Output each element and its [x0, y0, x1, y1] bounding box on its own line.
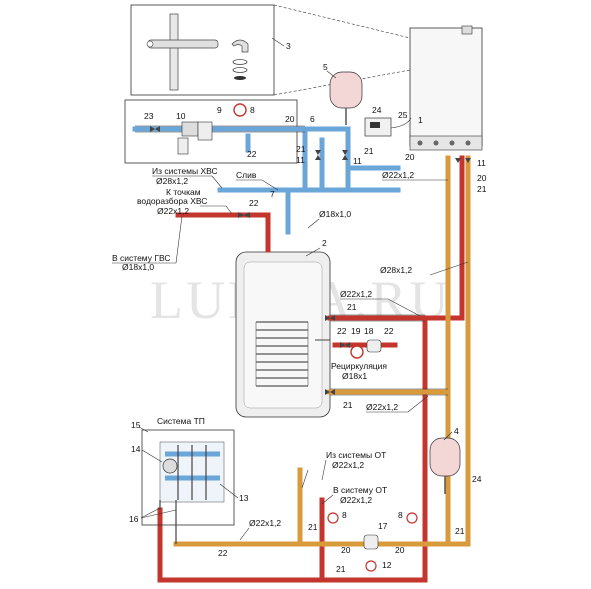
label-8-top: 8 — [250, 105, 255, 115]
heating-coil — [255, 321, 309, 387]
label-21-b: 21 — [364, 146, 374, 156]
heat-to-size: Ø22x1,2 — [340, 495, 372, 505]
drain-label: Слив — [236, 170, 257, 180]
pipe-labels: Из системы ХВС Ø28x1,2 Слив К точкам вод… — [112, 166, 414, 528]
size-18-label: Ø18x1,0 — [319, 209, 351, 219]
label-22-b: 22 — [249, 198, 259, 208]
recirc-label: Рециркуляция — [331, 361, 387, 371]
label-25: 25 — [398, 110, 408, 120]
label-18: 18 — [364, 326, 374, 336]
label-16: 16 — [129, 514, 139, 524]
recirc-size: Ø18x1 — [342, 371, 367, 381]
filters-and-pumps — [177, 121, 382, 550]
label-21-d: 21 — [347, 302, 357, 312]
label-4: 4 — [454, 426, 459, 436]
hot-to-label: В систему ГВС — [112, 253, 170, 263]
label-21-a: 21 — [296, 144, 306, 154]
boiler: 1 — [409, 25, 483, 151]
label-7: 7 — [270, 189, 275, 199]
label-21-g: 21 — [336, 564, 346, 574]
label-11-c: 11 — [477, 158, 486, 168]
hot-water-pipes — [157, 155, 465, 583]
to-points-size: Ø22x1,2 — [157, 206, 189, 216]
label-22-d: 22 — [384, 326, 394, 336]
item-numbers: 23 10 9 8 20 6 22 21 11 11 21 20 11 20 2… — [144, 105, 487, 574]
label-2: 2 — [322, 238, 327, 248]
size-22-coil-bot-label: Ø22x1,2 — [366, 402, 398, 412]
label-20-top: 20 — [285, 114, 295, 124]
size-22-coil-top-label: Ø22x1,2 — [340, 289, 372, 299]
heat-from-size: Ø22x1,2 — [332, 460, 364, 470]
label-20-c: 20 — [477, 173, 487, 183]
pipe-outlines — [135, 125, 448, 396]
label-8-mid: 8 — [342, 510, 347, 520]
return-pipes — [173, 155, 471, 547]
label-10: 10 — [176, 111, 186, 121]
label-5: 5 — [323, 62, 328, 72]
hot-to-size: Ø18x1,0 — [122, 262, 154, 272]
heat-to-label: В систему ОТ — [333, 485, 387, 495]
chimney-detail-box: 3 — [130, 4, 411, 96]
valve-symbols — [150, 126, 471, 395]
label-24-top: 24 — [372, 105, 382, 115]
label-15: 15 — [131, 420, 141, 430]
label-20-d: 20 — [341, 545, 351, 555]
size-22-top-label: Ø22x1,2 — [382, 170, 414, 180]
label-13: 13 — [239, 493, 249, 503]
label-14: 14 — [131, 444, 141, 454]
label-11-a: 11 — [296, 155, 305, 165]
label-6: 6 — [310, 114, 315, 124]
size-28-mid-label: Ø28x1,2 — [380, 265, 412, 275]
cold-water-pipes — [132, 126, 401, 253]
label-8-right: 8 — [398, 510, 403, 520]
label-11-b: 11 — [353, 156, 362, 166]
cold-from-size: Ø28x1,2 — [156, 176, 188, 186]
label-21-c: 21 — [477, 184, 487, 194]
expansion-tank-heating: 4 — [429, 426, 461, 494]
label-12: 12 — [382, 560, 392, 570]
to-points-label-1: К точкам — [166, 187, 201, 197]
label-20-e: 20 — [395, 545, 405, 555]
label-20-b: 20 — [405, 152, 415, 162]
label-23: 23 — [144, 111, 154, 121]
boiler-controller: 24 25 — [364, 105, 412, 137]
expansion-tank-dhw: 5 — [323, 62, 363, 125]
dhw-storage-tank: 2 — [235, 238, 331, 418]
label-24-bottom: 24 — [472, 474, 482, 484]
label-22-e: 22 — [218, 548, 228, 558]
cold-from-label: Из системы ХВС — [152, 166, 218, 176]
label-22-c: 22 — [337, 326, 347, 336]
label-21-e: 21 — [343, 400, 353, 410]
underfloor-manifold: Система ТП 15 14 13 16 — [129, 416, 249, 544]
leader-lines — [112, 175, 469, 541]
size-22-bottom-label: Ø22x1,2 — [249, 518, 281, 528]
label-9: 9 — [217, 105, 222, 115]
to-points-label-2: водоразбора ХВС — [137, 196, 207, 206]
label-1: 1 — [418, 115, 423, 125]
heat-from-label: Из системы ОТ — [326, 450, 386, 460]
label-17: 17 — [378, 521, 388, 531]
label-21-f: 21 — [308, 522, 318, 532]
label-19: 19 — [351, 326, 361, 336]
label-3: 3 — [286, 41, 291, 51]
label-21-h: 21 — [455, 526, 465, 536]
floor-system-label: Система ТП — [157, 416, 205, 426]
pressure-gauges — [233, 103, 418, 572]
label-22-drain: 22 — [247, 149, 257, 159]
